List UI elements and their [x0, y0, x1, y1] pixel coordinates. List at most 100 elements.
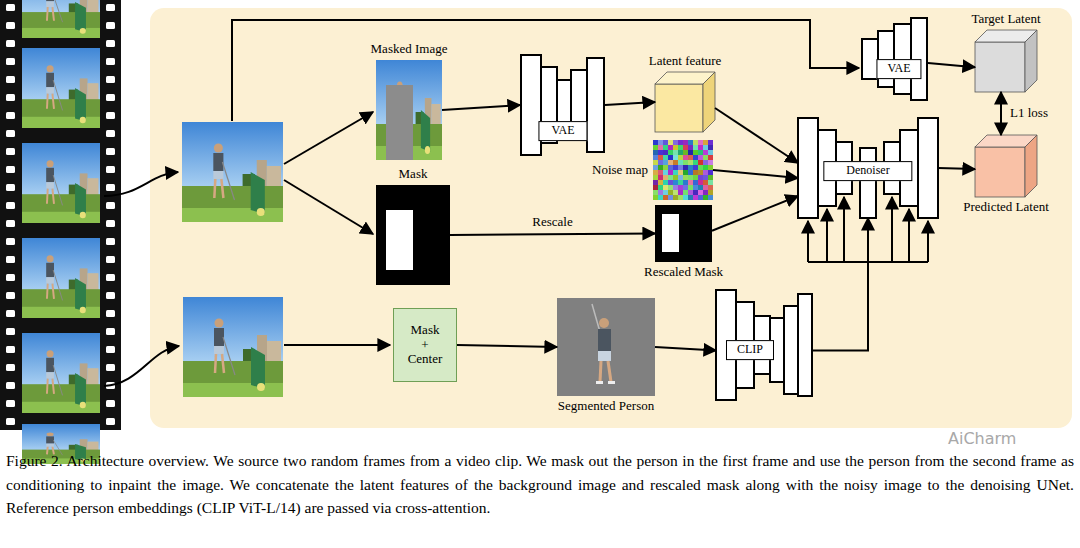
- sprocket-hole: [106, 166, 115, 173]
- noise-pixel: [653, 180, 658, 185]
- noise-pixel: [673, 145, 678, 150]
- noise-pixel: [653, 170, 658, 175]
- noise-pixel: [673, 165, 678, 170]
- block-label: CLIP: [726, 340, 774, 360]
- noise-pixel: [688, 160, 693, 165]
- sprocket-hole: [106, 400, 115, 407]
- arrow-connector: [938, 168, 975, 169]
- noise-pixel: [688, 145, 693, 150]
- wire: [284, 344, 390, 346]
- noise-pixel: [668, 190, 673, 195]
- cube-side: [1025, 30, 1037, 92]
- noise-pixel: [703, 150, 708, 155]
- sprocket-hole: [6, 112, 15, 119]
- sprocket-hole: [6, 22, 15, 29]
- noise-map: [653, 140, 713, 200]
- noise-pixel: [658, 190, 663, 195]
- noise-pixel: [683, 155, 688, 160]
- sprocket-hole: [6, 256, 15, 263]
- sprocket-hole: [106, 202, 115, 209]
- noise-pixel: [688, 165, 693, 170]
- image-node: Segmented Person: [557, 298, 655, 396]
- noise-pixel: [668, 150, 673, 155]
- noise-pixel: [708, 155, 713, 160]
- mask-patch: [386, 85, 413, 160]
- noise-pixel: [678, 190, 683, 195]
- noise-pixel: [668, 180, 673, 185]
- noise-pixel: [703, 140, 708, 145]
- box-label: Mask + Center: [407, 323, 444, 368]
- sprocket-hole: [6, 238, 15, 245]
- noise-pixel: [698, 145, 703, 150]
- sprocket-hole: [106, 184, 115, 191]
- noise-pixel: [703, 155, 708, 160]
- arrow-connector: [442, 105, 520, 110]
- sprocket-hole: [106, 346, 115, 353]
- noise-pixel: [693, 190, 698, 195]
- sprocket-hole: [106, 220, 115, 227]
- noise-pixel: [658, 175, 663, 180]
- noise-pixel: [668, 175, 673, 180]
- image-node: Predicted Latent: [975, 135, 1037, 197]
- sprocket-hole: [6, 130, 15, 137]
- sprocket-hole: [106, 310, 115, 317]
- sprocket-hole: [106, 418, 115, 425]
- sprocket-hole: [6, 310, 15, 317]
- arrow-connector: [712, 196, 798, 231]
- noise-pixel: [693, 145, 698, 150]
- noise-pixel: [673, 170, 678, 175]
- noise-pixel: [698, 160, 703, 165]
- heading: Mask: [399, 167, 428, 182]
- sprocket-hole: [6, 418, 15, 425]
- noise-pixel: [703, 185, 708, 190]
- noise-pixel: [708, 145, 713, 150]
- cube-front: [655, 84, 703, 132]
- noise-pixel: [668, 170, 673, 175]
- noise-pixel: [703, 145, 708, 150]
- noise-pixel: [688, 175, 693, 180]
- sprocket-hole: [106, 292, 115, 299]
- sprocket-hole: [106, 274, 115, 281]
- encoder-block: VAE: [520, 55, 605, 155]
- noise-pixel: [653, 165, 658, 170]
- noise-pixel: [678, 150, 683, 155]
- noise-pixel: [658, 180, 663, 185]
- curve-arrow: [104, 172, 178, 196]
- noise-pixel: [673, 175, 678, 180]
- noise-pixel: [688, 155, 693, 160]
- cube-front: [975, 42, 1025, 92]
- noise-pixel: [653, 150, 658, 155]
- noise-pixel: [658, 195, 663, 200]
- sprocket-holes: [6, 4, 115, 425]
- noise-pixel: [683, 175, 688, 180]
- noise-pixel: [688, 195, 693, 200]
- sprocket-hole: [6, 166, 15, 173]
- noise-pixel: [658, 160, 663, 165]
- rescaled-mask-image: [655, 205, 712, 262]
- noise-pixel: [658, 145, 663, 150]
- noise-pixel: [708, 160, 713, 165]
- noise-pixel: [663, 175, 668, 180]
- noise-pixel: [683, 140, 688, 145]
- sprocket-hole: [6, 94, 15, 101]
- noise-pixel: [693, 155, 698, 160]
- sprocket-hole: [6, 220, 15, 227]
- noise-pixel: [668, 195, 673, 200]
- noise-pixel: [708, 175, 713, 180]
- arrow-connector: [655, 347, 716, 351]
- noise-pixel: [688, 180, 693, 185]
- noise-pixel: [708, 185, 713, 190]
- noise-pixel: [663, 160, 668, 165]
- heading: Noise map: [592, 163, 648, 178]
- noise-pixel: [678, 155, 683, 160]
- sprocket-hole: [6, 148, 15, 155]
- noise-pixel: [693, 165, 698, 170]
- heading: Predicted Latent: [963, 200, 1049, 215]
- noise-pixel: [688, 170, 693, 175]
- noise-pixel: [678, 185, 683, 190]
- cube-side: [1025, 135, 1037, 197]
- sprocket-hole: [106, 76, 115, 83]
- sprocket-hole: [6, 184, 15, 191]
- edge-label: Rescale: [530, 215, 574, 230]
- noise-pixel: [668, 145, 673, 150]
